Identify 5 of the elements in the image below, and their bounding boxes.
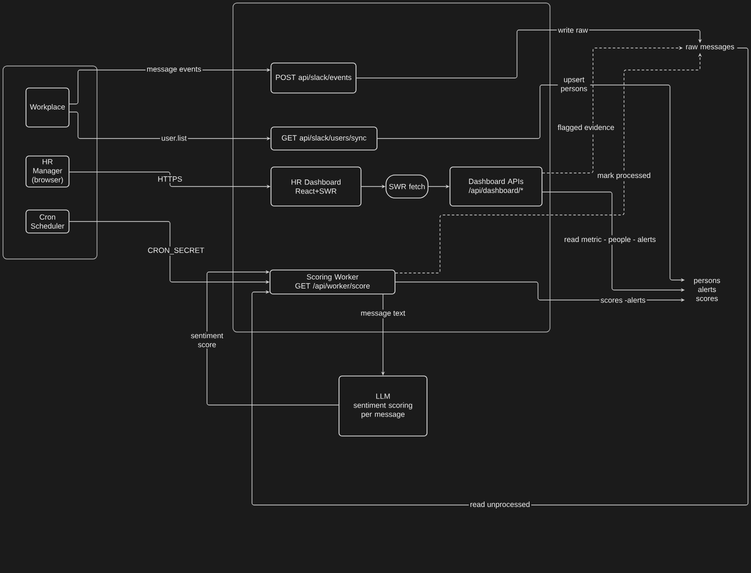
container-box: [232, 2, 550, 332]
arrow: [252, 48, 748, 506]
arrow: [356, 30, 702, 78]
container-box: [2, 66, 98, 260]
arrow: [206, 270, 339, 406]
